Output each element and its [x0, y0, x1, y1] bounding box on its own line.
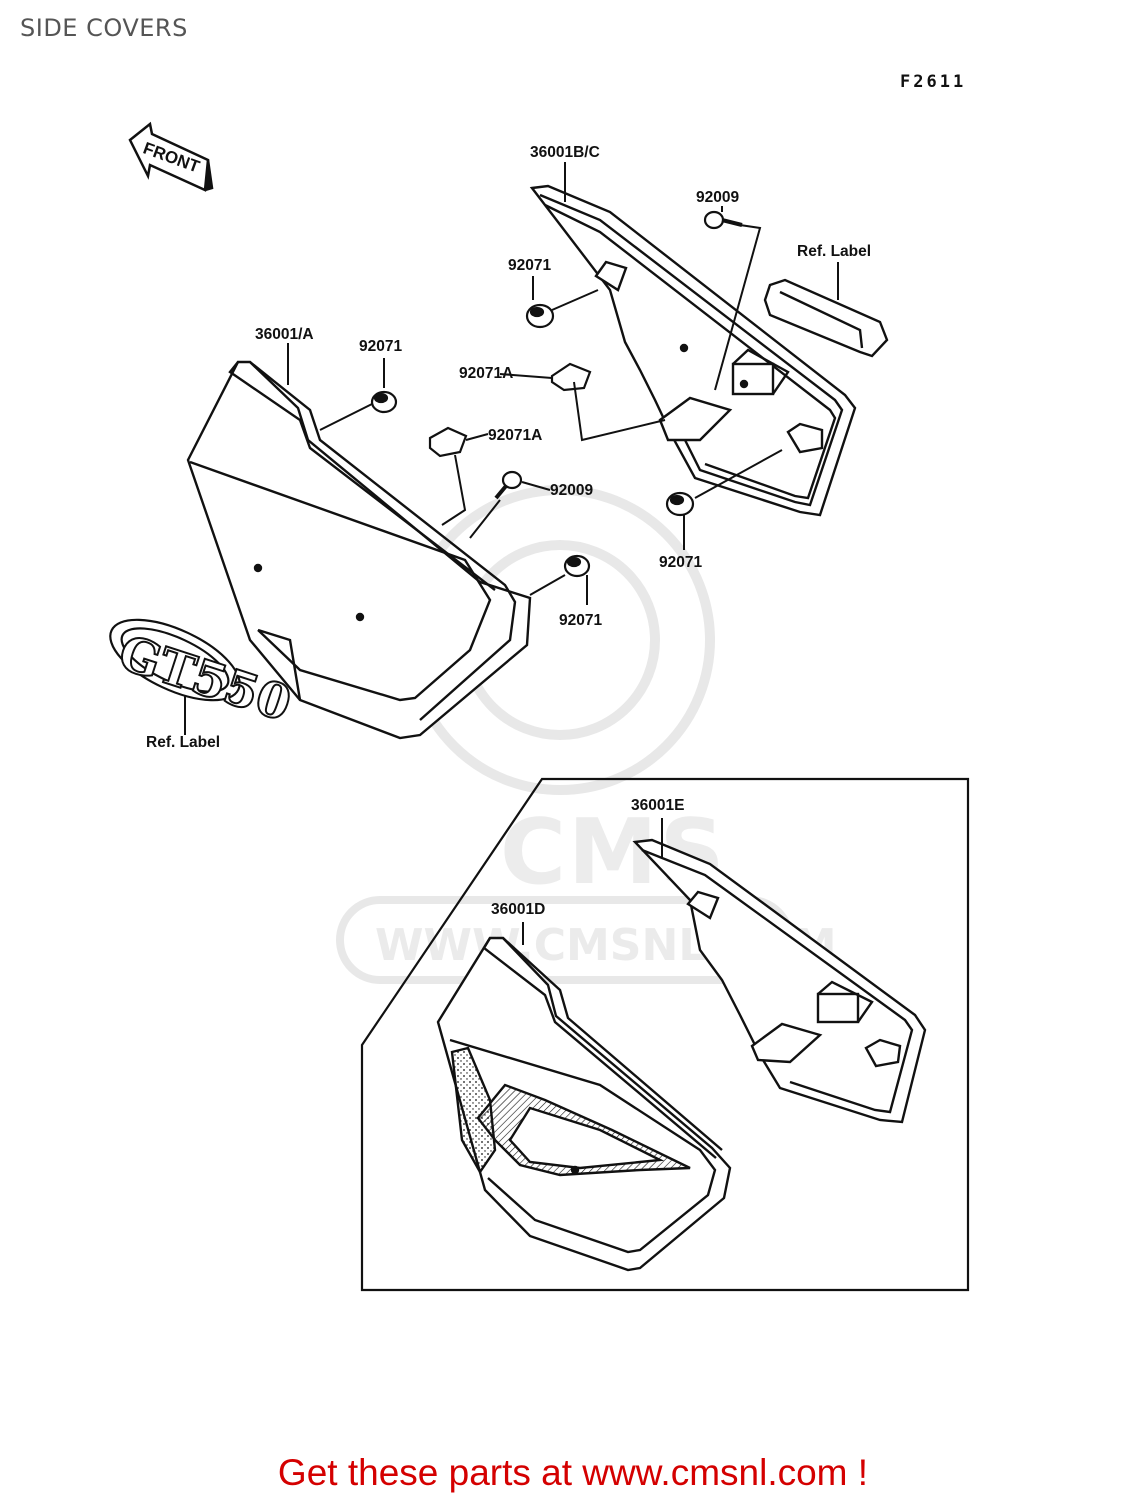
callout-cover-left: 36001/A — [255, 326, 314, 343]
grommet-icon — [370, 303, 695, 578]
callout-bolt-2: 92009 — [550, 482, 594, 499]
front-arrow-icon — [128, 121, 214, 192]
callout-grommet-2: 92071 — [359, 338, 403, 355]
callout-ref-label-left: Ref. Label — [146, 734, 221, 751]
callout-grommet-4: 92071 — [559, 612, 603, 629]
side-cover-d — [436, 936, 732, 1272]
side-cover-left — [186, 360, 532, 740]
callout-cover-right: 36001B/C — [530, 144, 600, 161]
callout-ref-label-right: Ref. Label — [797, 243, 872, 260]
gt550-emblem-icon — [109, 618, 241, 702]
callout-damper-2: 92071A — [488, 427, 543, 444]
callout-bolt-1: 92009 — [696, 189, 740, 206]
leader-lines-inset — [522, 818, 663, 945]
bolt-icon — [494, 210, 743, 500]
variant-inset-frame — [360, 777, 970, 1292]
side-cover-right — [529, 184, 857, 517]
callout-cover-e: 36001E — [631, 797, 685, 814]
callout-grommet-3: 92071 — [659, 554, 703, 571]
callout-grommet-1: 92071 — [508, 257, 552, 274]
damper-icon — [428, 362, 592, 458]
ref-label-plate-right — [763, 278, 889, 358]
figure-code: F2611 — [900, 72, 967, 92]
leader-lines — [184, 162, 839, 735]
side-cover-e — [632, 838, 927, 1124]
callout-damper-1: 92071A — [459, 365, 514, 382]
callout-cover-d: 36001D — [491, 901, 546, 918]
get-parts-link[interactable]: Get these parts at www.cmsnl.com ! — [277, 1452, 869, 1493]
page-title: SIDE COVERS — [20, 14, 188, 42]
